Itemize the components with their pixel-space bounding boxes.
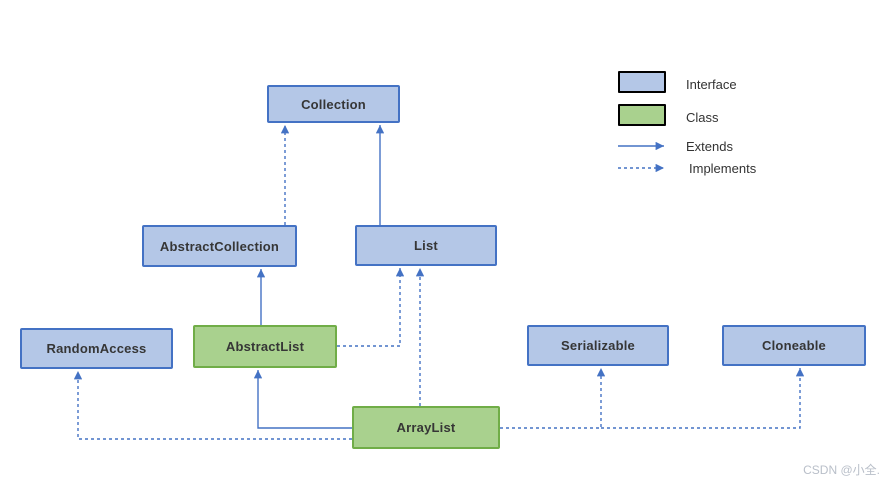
edge-arraylist-implements-serializable bbox=[500, 368, 606, 429]
node-serializable: Serializable bbox=[527, 325, 669, 366]
node-collection: Collection bbox=[267, 85, 400, 123]
node-list: List bbox=[355, 225, 497, 266]
legend-class-swatch bbox=[618, 104, 666, 126]
legend-interface-swatch bbox=[618, 71, 666, 93]
legend-implements-label: Implements bbox=[689, 161, 757, 176]
edge-abstractlist-implements-list bbox=[337, 268, 405, 347]
edge-arraylist-implements-randomaccess bbox=[73, 371, 352, 440]
node-abstract-collection: AbstractCollection bbox=[142, 225, 297, 267]
legend-class-label: Class bbox=[686, 110, 719, 125]
legend-extends-label: Extends bbox=[686, 139, 733, 154]
node-abstract-list: AbstractList bbox=[193, 325, 337, 368]
legend-interface-label: Interface bbox=[686, 77, 737, 92]
node-cloneable: Cloneable bbox=[722, 325, 866, 366]
edge-arraylist-implements-cloneable bbox=[601, 368, 805, 429]
node-array-list: ArrayList bbox=[352, 406, 500, 449]
node-random-access: RandomAccess bbox=[20, 328, 173, 369]
edge-arraylist-extends-abstractlist bbox=[253, 370, 352, 429]
watermark: CSDN @小全. bbox=[803, 463, 880, 477]
